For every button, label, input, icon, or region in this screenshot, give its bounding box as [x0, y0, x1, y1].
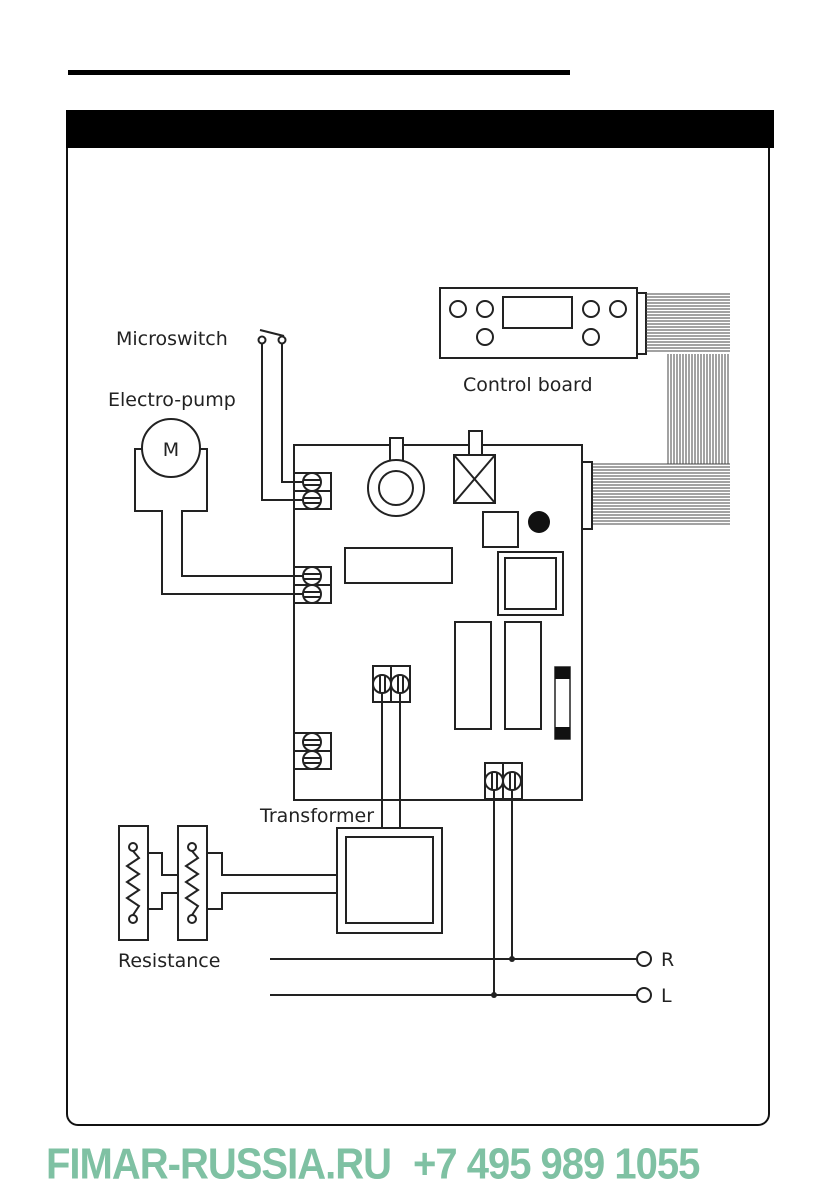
toroid-outer: [368, 460, 424, 516]
terminal-r-icon: [637, 952, 651, 966]
relay-tab: [469, 431, 482, 455]
junction-dot: [509, 956, 515, 962]
label-terminal-l: L: [661, 985, 672, 1007]
fuse-cap: [555, 727, 570, 739]
footer-phone[interactable]: +7 495 989 1055: [413, 1140, 699, 1190]
footer-contact: FIMAR-RUSSIA.RU +7 495 989 1055: [46, 1140, 806, 1190]
terminal-block-mains: [485, 763, 522, 799]
label-electro-pump: Electro-pump: [108, 389, 236, 411]
wire: [148, 893, 178, 909]
junction-dot: [491, 992, 497, 998]
electro-pump: Electro-pump M: [108, 389, 303, 594]
resistance: Resistance: [118, 826, 337, 972]
switch-contact: [259, 337, 266, 344]
label-terminal-r: R: [661, 949, 674, 971]
wire: [148, 853, 178, 875]
motor-symbol: M: [163, 439, 179, 461]
terminal-block-microswitch: [294, 473, 331, 509]
terminal-block-transformer: [373, 666, 410, 702]
control-board: Control board: [440, 288, 646, 396]
terminal-block-pump: [294, 567, 331, 603]
label-resistance: Resistance: [118, 950, 220, 972]
footer-site[interactable]: FIMAR-RUSSIA.RU: [46, 1140, 391, 1190]
label-control-board: Control board: [463, 374, 593, 396]
wire: [207, 893, 337, 909]
resistor-terminal: [188, 843, 196, 851]
wire: [182, 449, 303, 576]
control-board-panel: [440, 288, 637, 358]
resistor-terminal: [129, 843, 137, 851]
fuse-cap: [555, 667, 570, 679]
main-board-connector: [582, 462, 592, 529]
led-indicator: [528, 511, 550, 533]
terminal-l-icon: [637, 988, 651, 1002]
transformer-outer: [337, 828, 442, 933]
control-board-connector: [637, 293, 646, 354]
label-microswitch: Microswitch: [116, 328, 228, 350]
resistor-terminal: [188, 915, 196, 923]
switch-contact: [279, 337, 286, 344]
wire: [207, 853, 337, 875]
label-transformer: Transformer: [259, 805, 374, 827]
main-board: [294, 431, 592, 800]
resistor-terminal: [129, 915, 137, 923]
switch-lever: [260, 330, 284, 336]
terminal-block-spare: [294, 733, 331, 769]
microswitch: Microswitch: [116, 328, 303, 500]
